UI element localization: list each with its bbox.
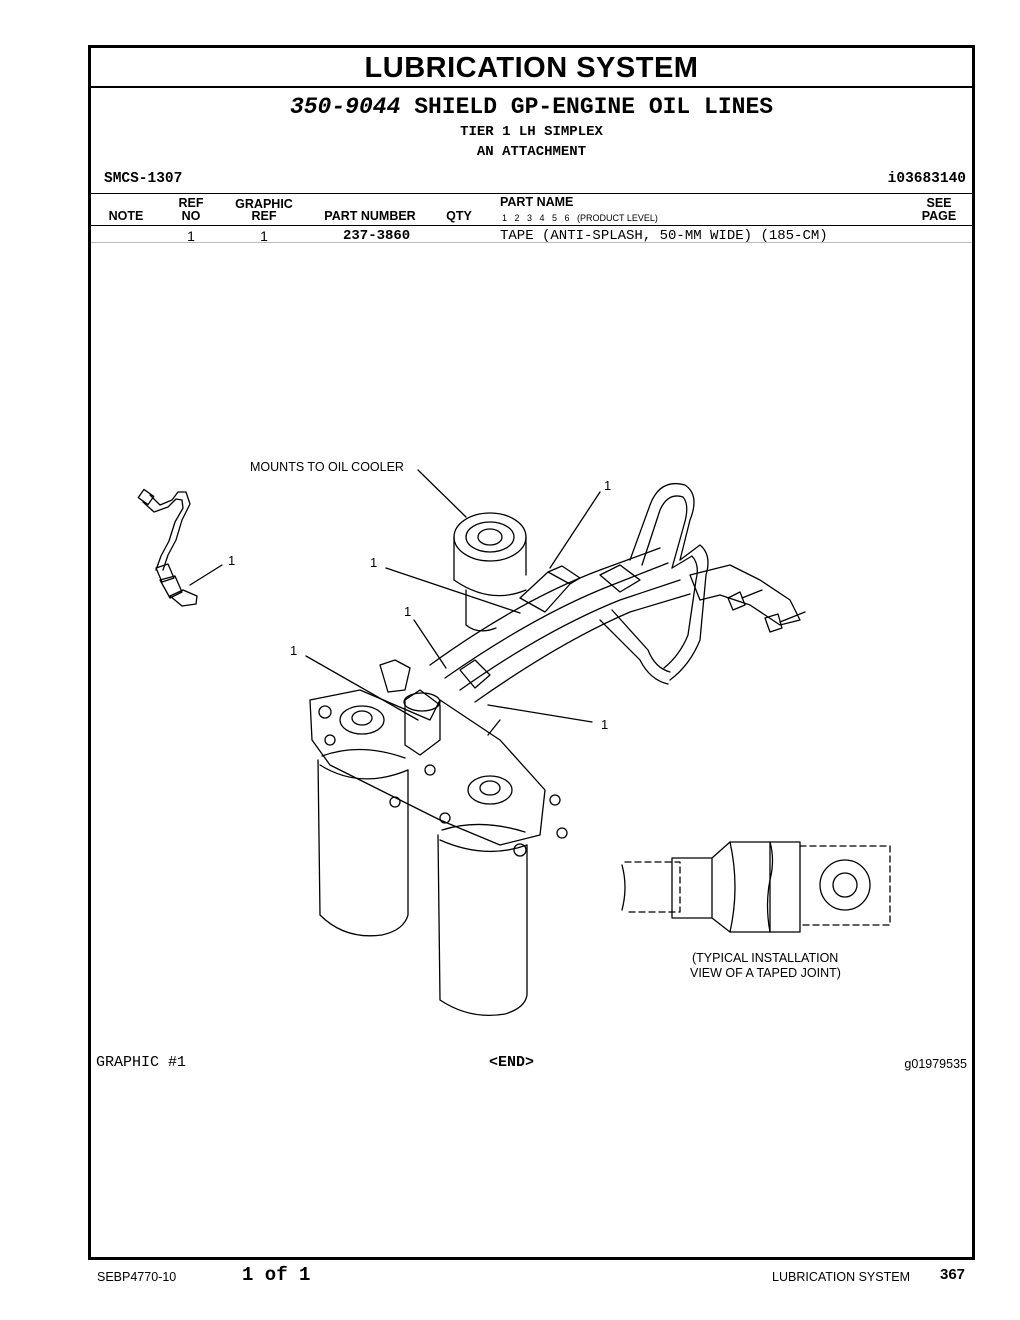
header-top-rule	[91, 193, 972, 194]
callout-leaders	[305, 469, 601, 723]
col-see-page-bottom: PAGE	[921, 209, 957, 223]
callout-mounts-to-oil-cooler: MOUNTS TO OIL COOLER	[250, 460, 404, 474]
mounting-bracket	[689, 564, 806, 633]
col-ref-no-bottom: NO	[181, 209, 201, 223]
section-title: LUBRICATION SYSTEM	[91, 48, 972, 88]
detached-hose-assembly	[137, 488, 223, 607]
callout-1-lower-hose: 1	[601, 717, 608, 732]
filter-base	[309, 659, 568, 857]
col-product-levels: 1 2 3 4 5 6 (PRODUCT LEVEL)	[502, 213, 658, 223]
oil-filter-right	[437, 823, 528, 1017]
info-reference: i03683140	[887, 171, 966, 187]
row-rule	[91, 242, 972, 243]
group-number[interactable]: 350-9044	[289, 94, 401, 120]
part-name: TAPE (ANTI-SPLASH, 50-MM WIDE) (185-CM)	[500, 228, 828, 244]
page-frame: LUBRICATION SYSTEM 350-9044 SHIELD GP-EN…	[88, 45, 975, 1260]
graphic-reference-id: g01979535	[904, 1057, 967, 1071]
footer-page-number: 367	[940, 1266, 966, 1283]
callout-1-base-fitting: 1	[290, 643, 297, 658]
col-note: NOTE	[108, 209, 144, 223]
oil-filter-left	[317, 748, 409, 937]
graphic-label: GRAPHIC #1	[96, 1054, 187, 1071]
bent-tube	[599, 482, 709, 685]
inset-caption-line-2: VIEW OF A TAPED JOINT)	[690, 966, 841, 980]
col-part-number: PART NUMBER	[324, 209, 416, 223]
callout-1-detached-hose: 1	[228, 553, 235, 568]
group-heading: 350-9044 SHIELD GP-ENGINE OIL LINES	[91, 94, 972, 120]
part-number-link[interactable]: 237-3860	[343, 228, 411, 244]
end-marker: <END>	[489, 1054, 535, 1071]
col-qty: QTY	[446, 209, 472, 223]
col-graphic-ref-bottom: REF	[251, 209, 277, 223]
smcs-code: SMCS-1307	[104, 171, 183, 187]
inset-caption-line-1: (TYPICAL INSTALLATION	[692, 951, 838, 965]
group-name: SHIELD GP-ENGINE OIL LINES	[414, 94, 774, 120]
part-ref-no: 1	[187, 228, 195, 244]
callout-1-fitting: 1	[604, 478, 611, 493]
part-graphic-ref: 1	[260, 228, 268, 244]
callout-1-upper-hose: 1	[370, 555, 377, 570]
footer-section: LUBRICATION SYSTEM	[772, 1270, 910, 1284]
col-ref-no-top: REF	[178, 196, 204, 210]
col-see-page-top: SEE	[926, 196, 952, 210]
group-subtitle-2: AN ATTACHMENT	[476, 144, 587, 160]
col-part-name: PART NAME	[500, 195, 574, 209]
footer-doc-number: SEBP4770-10	[97, 1270, 177, 1284]
group-subtitle-1: TIER 1 LH SIMPLEX	[460, 124, 603, 140]
callout-1-middle-hose: 1	[404, 604, 411, 619]
footer-page-of: 1 of 1	[242, 1264, 311, 1286]
main-hose-lines	[429, 547, 691, 703]
taped-joint-inset	[621, 841, 891, 933]
header-bottom-rule	[91, 225, 972, 226]
col-graphic-ref-top: GRAPHIC	[235, 197, 293, 211]
oil-cooler-fitting	[453, 512, 527, 632]
